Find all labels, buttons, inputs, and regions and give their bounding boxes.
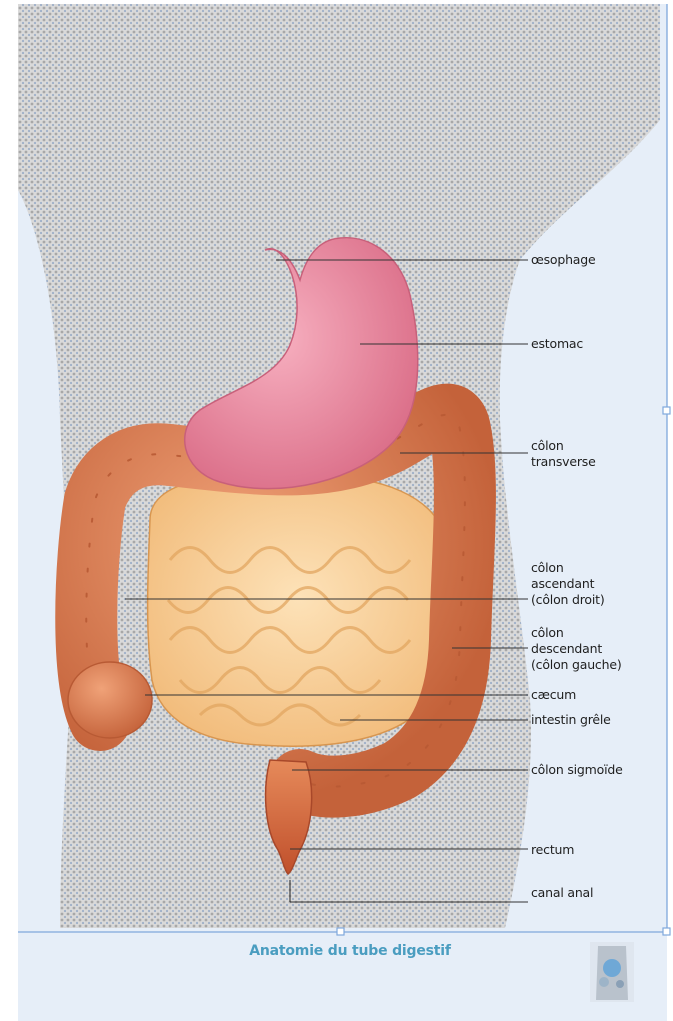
- label-intestin-grele: intestin grêle: [531, 712, 611, 728]
- thumbnail-icon: [590, 942, 634, 1002]
- label-colon-sigmoide: côlon sigmoïde: [531, 762, 623, 778]
- resize-handle-corner[interactable]: [663, 928, 670, 935]
- figure-caption: Anatomie du tube digestif: [150, 943, 550, 959]
- label-colon-descendant: côlon descendant (côlon gauche): [531, 625, 622, 673]
- small-intestine: [148, 475, 450, 746]
- label-oesophage: œsophage: [531, 252, 596, 268]
- label-colon-transverse: côlon transverse: [531, 438, 596, 470]
- resize-handle-right[interactable]: [663, 407, 670, 414]
- label-colon-ascendant: côlon ascendant (côlon droit): [531, 560, 605, 608]
- label-caecum: cæcum: [531, 687, 576, 703]
- label-estomac: estomac: [531, 336, 583, 352]
- resize-handle-bottom[interactable]: [337, 928, 344, 935]
- label-rectum: rectum: [531, 842, 574, 858]
- label-canal-anal: canal anal: [531, 885, 593, 901]
